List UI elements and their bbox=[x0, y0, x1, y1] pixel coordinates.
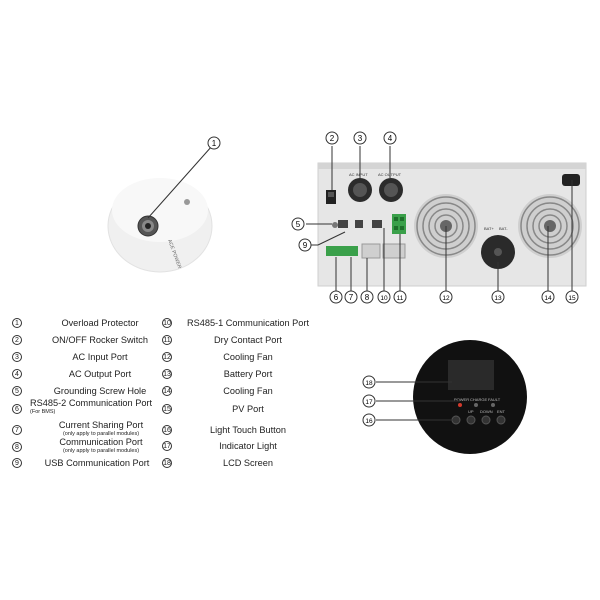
svg-text:8: 8 bbox=[365, 293, 370, 302]
usb-port bbox=[355, 220, 363, 228]
svg-text:7: 7 bbox=[349, 293, 354, 302]
legend-item-6-label: RS485-2 Communication Port bbox=[30, 398, 153, 408]
ac-input-label: AC INPUT bbox=[349, 172, 368, 177]
callout-15: 15 bbox=[565, 290, 579, 304]
power-label: POWER bbox=[454, 397, 469, 402]
legend-item-7-sub: (only apply to parallel modules) bbox=[62, 431, 140, 437]
indicator-light-charge bbox=[474, 403, 478, 407]
callout-2: 2 bbox=[325, 131, 339, 145]
rs485-1-port bbox=[372, 220, 382, 228]
svg-text:2: 2 bbox=[330, 134, 335, 143]
bat-minus-label: BAT- bbox=[499, 226, 508, 231]
legend-item-7-label: Current Sharing Port bbox=[58, 420, 144, 430]
svg-text:9: 9 bbox=[303, 241, 308, 250]
svg-text:5: 5 bbox=[296, 220, 301, 229]
callout-14: 14 bbox=[541, 290, 555, 304]
charge-label: CHARGE bbox=[470, 397, 487, 402]
battery-port: BAT+ BAT- bbox=[481, 226, 515, 269]
cooling-fan-right bbox=[518, 194, 582, 258]
touch-button-down bbox=[481, 415, 491, 425]
svg-text:18: 18 bbox=[365, 380, 373, 387]
callout-11: 11 bbox=[393, 290, 407, 304]
ac-input-port: AC INPUT bbox=[348, 172, 372, 202]
grounding-hole bbox=[332, 222, 338, 228]
legend-item-8-label: Communication Port bbox=[59, 437, 143, 447]
svg-text:4: 4 bbox=[388, 134, 393, 143]
rs485-2-port bbox=[338, 220, 348, 228]
up-label: UP bbox=[468, 409, 474, 414]
callout-5: 5 bbox=[291, 217, 305, 231]
callout-10: 10 bbox=[377, 290, 391, 304]
legend-item-8-sub: (only apply to parallel modules) bbox=[62, 448, 140, 454]
svg-text:11: 11 bbox=[397, 295, 404, 302]
callout-7: 7 bbox=[344, 290, 358, 304]
svg-text:3: 3 bbox=[358, 134, 363, 143]
inverter-rear-panel: AC INPUT AC OUTPUT bbox=[317, 162, 587, 287]
callout-3: 3 bbox=[353, 131, 367, 145]
overload-protector-device: ACE POWER bbox=[107, 178, 213, 273]
fault-label: FAULT bbox=[488, 397, 501, 402]
svg-text:14: 14 bbox=[544, 295, 552, 302]
callout-18: 18 bbox=[362, 375, 376, 389]
leader-lines bbox=[147, 145, 573, 421]
indicator-light-power bbox=[458, 403, 462, 407]
svg-text:15: 15 bbox=[568, 295, 576, 302]
svg-text:12: 12 bbox=[442, 295, 450, 302]
legend-item-6-sub: (For BMS) bbox=[30, 409, 56, 415]
bat-plus-label: BAT+ bbox=[484, 226, 494, 231]
svg-text:17: 17 bbox=[365, 399, 373, 406]
svg-text:6: 6 bbox=[334, 293, 339, 302]
callout-12: 12 bbox=[439, 290, 453, 304]
callout-8: 8 bbox=[360, 290, 374, 304]
svg-text:16: 16 bbox=[365, 418, 373, 425]
callout-numbers: 1 2 3 4 5 9 6 7 8 10 11 12 13 14 15 18 1… bbox=[207, 131, 579, 427]
lcd-screen bbox=[448, 360, 494, 390]
callout-9: 9 bbox=[298, 238, 312, 252]
svg-text:1: 1 bbox=[212, 139, 217, 148]
communication-port bbox=[361, 243, 381, 259]
callout-6: 6 bbox=[329, 290, 343, 304]
callout-1: 1 bbox=[207, 136, 221, 150]
svg-text:10: 10 bbox=[380, 295, 388, 302]
callout-16: 16 bbox=[362, 413, 376, 427]
pv-port bbox=[562, 174, 580, 186]
ent-label: ENT bbox=[497, 409, 506, 414]
callout-13: 13 bbox=[491, 290, 505, 304]
down-label: DOWN bbox=[480, 409, 493, 414]
touch-button-up bbox=[466, 415, 476, 425]
current-sharing-port bbox=[326, 246, 358, 256]
touch-button-ent bbox=[496, 415, 506, 425]
svg-text:13: 13 bbox=[494, 295, 502, 302]
callout-4: 4 bbox=[383, 131, 397, 145]
callout-17: 17 bbox=[362, 394, 376, 408]
indicator-light-fault bbox=[491, 403, 495, 407]
